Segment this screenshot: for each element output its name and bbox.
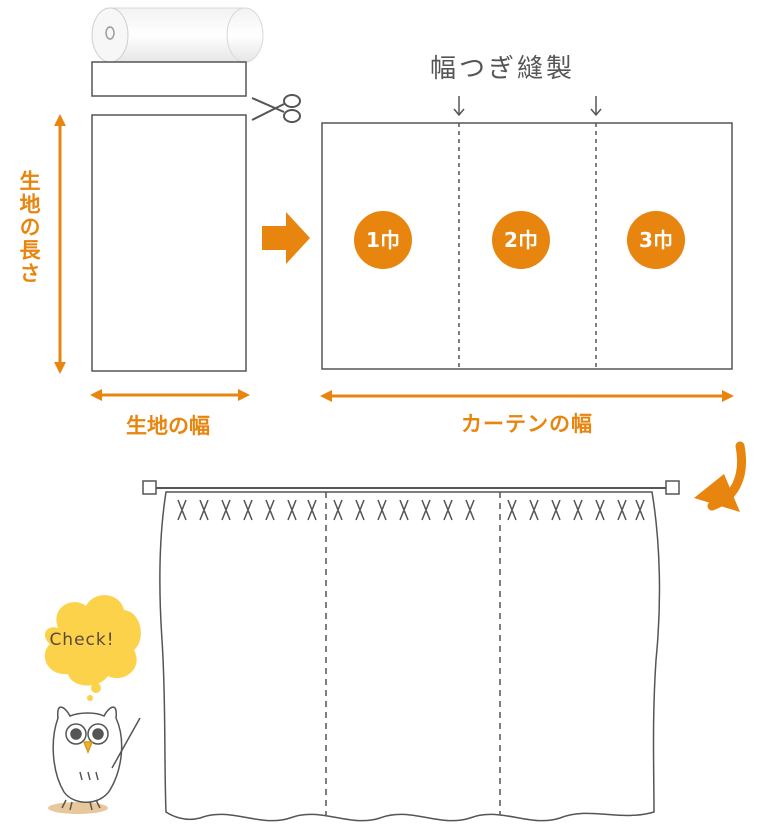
panel-badge-label: 2巾 bbox=[504, 228, 538, 252]
check-label: Check! bbox=[49, 630, 114, 650]
fabric-roll-icon bbox=[91, 7, 264, 97]
curtain-rod-icon bbox=[142, 480, 680, 495]
seam-title: 幅つぎ縫製 bbox=[430, 54, 576, 84]
fabric-width-label: 生地の幅 bbox=[126, 414, 210, 438]
curtain-width-label: カーテンの幅 bbox=[461, 412, 593, 436]
check-bubble: Check! bbox=[44, 595, 141, 701]
owl-icon bbox=[48, 706, 141, 814]
panel-badge-2: 2巾 bbox=[492, 211, 550, 269]
curved-arrow-icon bbox=[694, 441, 746, 512]
right-arrow-icon bbox=[262, 212, 310, 264]
panel-badge-1: 1巾 bbox=[354, 211, 412, 269]
fabric-piece bbox=[91, 114, 247, 372]
scissors-icon bbox=[251, 94, 301, 123]
curtain bbox=[159, 491, 661, 822]
panel-badge-3: 3巾 bbox=[627, 211, 685, 269]
panel-badge-label: 3巾 bbox=[639, 228, 673, 252]
panel-badge-label: 1巾 bbox=[366, 228, 400, 252]
fabric-length-label: 生地の長さ bbox=[17, 170, 41, 285]
seam-pointers bbox=[453, 96, 602, 117]
